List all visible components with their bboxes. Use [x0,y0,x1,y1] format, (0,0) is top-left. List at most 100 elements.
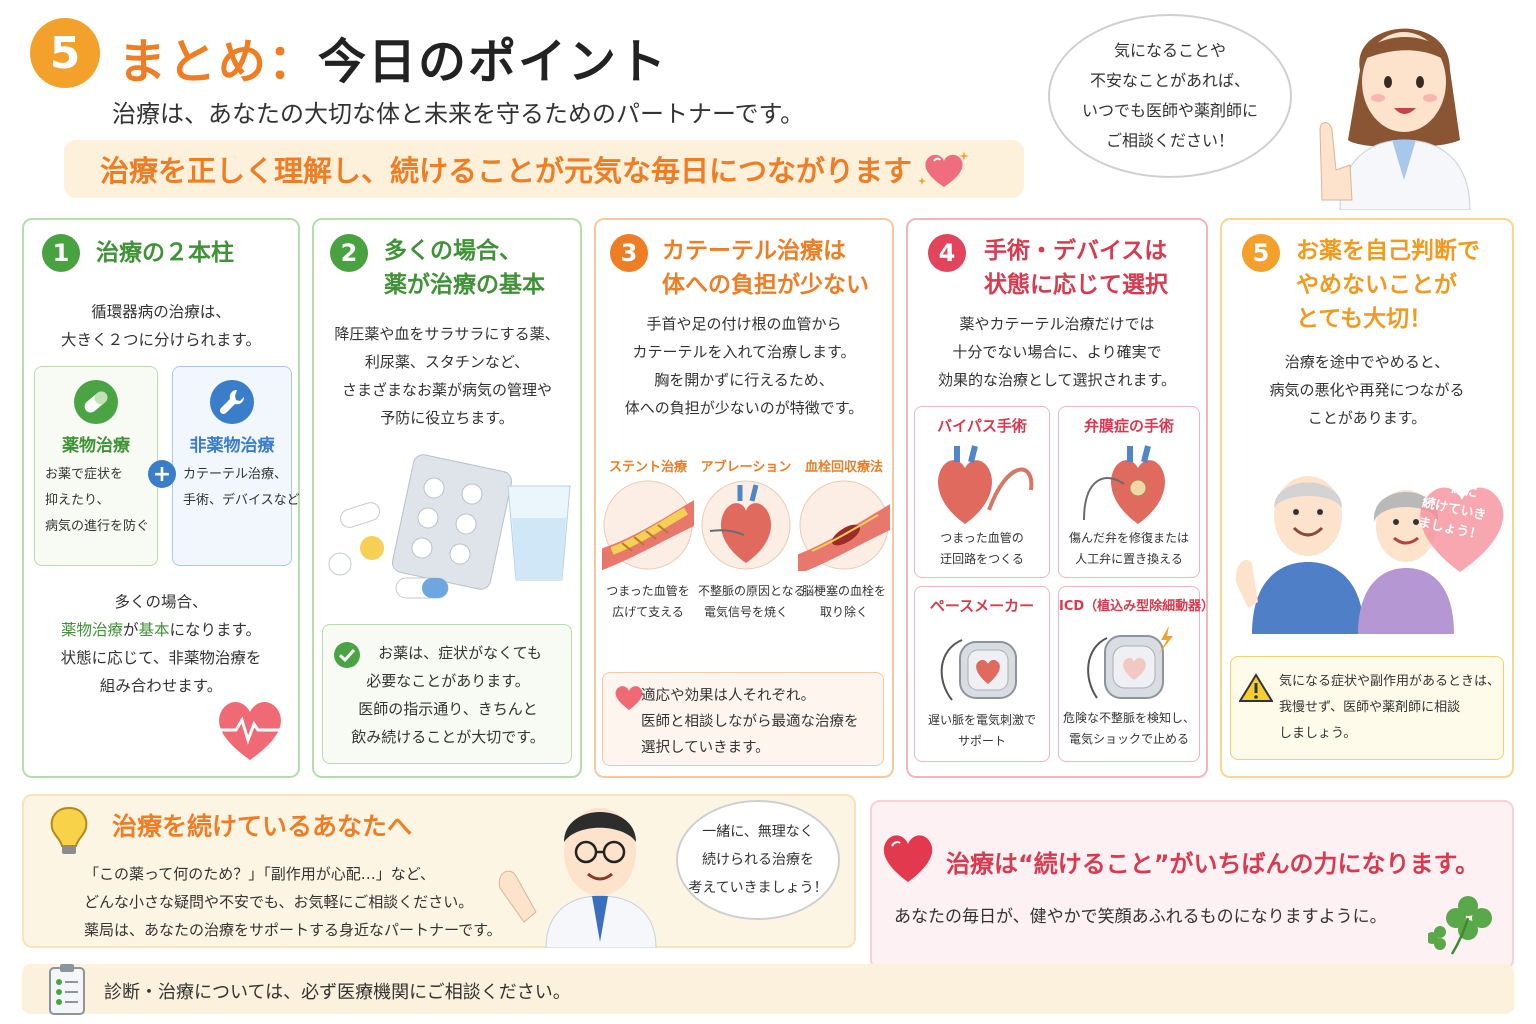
ablation-label: アブレーション [700,460,792,475]
stent-desc: 広げて支える [612,605,684,619]
col5-note-line: 我慢せず、医師や薬剤師に相談 [1279,700,1461,715]
col1-intro: 循環器病の治療は、 大きく２つに分けられます。 [22,298,300,354]
col2-title: 多くの場合、 薬が治療の基本 [384,234,545,302]
text-naru: になります。 [169,621,261,639]
icd-label: ICD（植込み型除細動器） [1059,599,1215,614]
col1-title: 治療の２本柱 [96,240,234,266]
bypass-desc: 迂回路をつくる [940,552,1024,566]
thrombectomy-desc: 脳梗塞の血栓を [801,584,886,598]
icd-desc: 電気ショックで止める [1068,732,1189,746]
icd-desc: 危険な不整脈を検知し、 [1062,711,1195,725]
pacemaker-label: ペースメーカー [929,597,1035,615]
col5-body: 治療を途中でやめると、 病気の悪化や再発につながる ことがあります。 [1220,348,1514,432]
banner-text: 治療を正しく理解し、続けることが元気な毎日につながります [100,154,913,188]
check-circle-icon [334,642,360,668]
sparkle-heart-icon [918,151,970,187]
non-drug-therapy-box: 非薬物治療 カテーテル治療、 手術、デバイスなど [172,366,300,566]
col4-title-line: 手術・デバイスは [984,238,1168,264]
col2-title-line: 薬が治療の基本 [384,272,545,298]
pharmacist-speech-bubble: 一緒に、無理なく 続けられる治療を 考えていきましょう！ [676,800,840,920]
nurse-bubble-line: 気になることや [1113,41,1226,60]
closing-line: あなたの毎日が、健やかで笑顔あふれるものになりますように。 [894,907,1387,927]
pharmacist-bubble-line: 一緒に、無理なく [702,824,814,840]
col2-note-line: お薬は、症状がなくても [378,644,542,662]
col2-note-line: 飲み続けることが大切です。 [351,728,545,746]
valve-label: 弁膜症の手術 [1083,417,1174,435]
col1-outro-line-emphasis: 薬物治療が基本になります。 [22,616,300,644]
nurse-bubble-line: 不安なことがあれば、 [1089,71,1250,90]
valve-desc: 人工弁に置き換える [1075,552,1183,566]
bypass-heart-illustration [938,445,1034,524]
non-drug-therapy-label: 非薬物治療 [189,436,275,456]
drug-therapy-desc: お薬で症状を [45,467,124,482]
col4-body-line: 効果的な治療として選択されます。 [937,371,1177,389]
thrombectomy-desc: 取り除く [819,605,868,619]
col1-intro-line: 循環器病の治療は、 [91,303,231,321]
col3-note-line: 医師と相談しながら最適な治療を [641,714,859,730]
col5-title-line: やめないことが [1296,272,1457,298]
bypass-desc: つまった血管の [940,531,1024,545]
bottom-left-text: 「この薬って何のため？」「副作用が心配…」など、 どんな小さな疑問や不安でも、お… [84,860,502,944]
bypass-label: バイパス手術 [937,417,1027,435]
col2-body-line: 降圧薬や血をサラサラにする薬、 [334,325,560,343]
footer-text: 診断・治療については、必ず医療機関にご相談ください。 [104,982,571,1003]
col3-title-line: 体への負担が少ない [662,272,869,298]
pills-and-water-illustration [328,454,571,599]
stent-label: ステント治療 [608,460,687,475]
pharmacist-illustration [498,808,657,948]
col3-body: 手首や足の付け根の血管から カテーテルを入れて治療します。 胸を開かずに行えるた… [594,310,894,422]
drug-therapy-desc: 病気の進行を防ぐ [45,519,150,534]
col1-outro-line: 組み合わせます。 [99,677,223,695]
clot-vessel-illustration [798,480,890,571]
surgery-item-valve: 弁膜症の手術 傷んだ弁を修復または 人工弁に置き換える [1058,406,1200,578]
col2-body-line: 予防に役立ちます。 [380,409,514,427]
col3-title-line: カテーテル治療は [662,238,846,264]
title-summary: まとめ： [118,34,319,90]
emph-drug: 薬物治療 [61,621,124,639]
pacemaker-device-illustration [940,639,1017,701]
pill-icon [74,380,118,424]
col3-note-line: 選択していきます。 [641,740,770,756]
col5-number: 5 [1252,239,1270,267]
catheter-item-ablation: アブレーション 不整脈の原因となる 電気信号を焼く [698,456,806,623]
elderly-couple-illustration [1235,476,1504,634]
col2-title-line: 多くの場合、 [384,238,522,264]
col5-body-line: ことがあります。 [1307,409,1427,427]
bottom-left-line: 薬局は、あなたの治療をサポートする身近なパートナーです。 [84,921,502,939]
clover-icon [1428,896,1492,955]
col2-body-line: 利尿薬、スタチンなど、 [364,353,530,371]
drug-therapy-label: 薬物治療 [62,436,130,456]
section-number-badge: 5 [30,18,100,88]
red-heart-icon [883,835,933,882]
col5-body-line: 病気の悪化や再発につながる [1269,381,1465,399]
non-drug-therapy-desc: 手術、デバイスなど [183,493,300,508]
warning-icon [1239,673,1273,702]
drug-therapy-box: 薬物治療 お薬で症状を 抑えたり、 病気の進行を防ぐ [34,366,158,566]
closing-message [870,800,1514,970]
closing-title: 治療は“続けること”がいちばんの力になります。 [946,850,1480,878]
ablation-desc: 電気信号を焼く [703,605,788,619]
plus-icon: + [148,460,176,488]
pacemaker-desc: サポート [957,734,1006,748]
pharmacist-bubble-line: 続けられる治療を [702,852,814,868]
col4-body: 薬やカテーテル治療だけでは 十分でない場合に、より確実で 効果的な治療として選択… [906,310,1208,394]
col4-number-badge: 4 [928,234,966,272]
col1-number: 1 [52,239,70,267]
wrench-icon [210,380,254,424]
col1-outro: 多くの場合、 薬物治療が基本になります。 状態に応じて、非薬物治療を 組み合わせ… [22,588,300,700]
col3-body-line: 体への負担が少ないのが特徴です。 [624,399,864,417]
col5-body-line: 治療を途中でやめると、 [1284,353,1450,371]
valve-desc: 傷んだ弁を修復または [1068,531,1189,545]
footer-disclaimer [22,964,1514,1014]
col2-number-badge: 2 [330,234,368,272]
col3-title: カテーテル治療は 体への負担が少ない [662,234,869,302]
col3-body-line: 手首や足の付け根の血管から [646,315,842,333]
col3-note-line: 適応や効果は人それぞれ。 [641,688,816,704]
col1-intro-line: 大きく２つに分けられます。 [61,331,261,349]
col4-number: 4 [938,239,956,267]
nurse-bubble-line: いつでも医師や薬剤師に [1081,101,1258,120]
section-number: 5 [49,27,81,79]
emph-basic: 基本 [138,621,170,639]
col1-outro-line: 多くの場合、 [114,593,208,611]
thrombectomy-label: 血栓回収療法 [804,460,883,475]
